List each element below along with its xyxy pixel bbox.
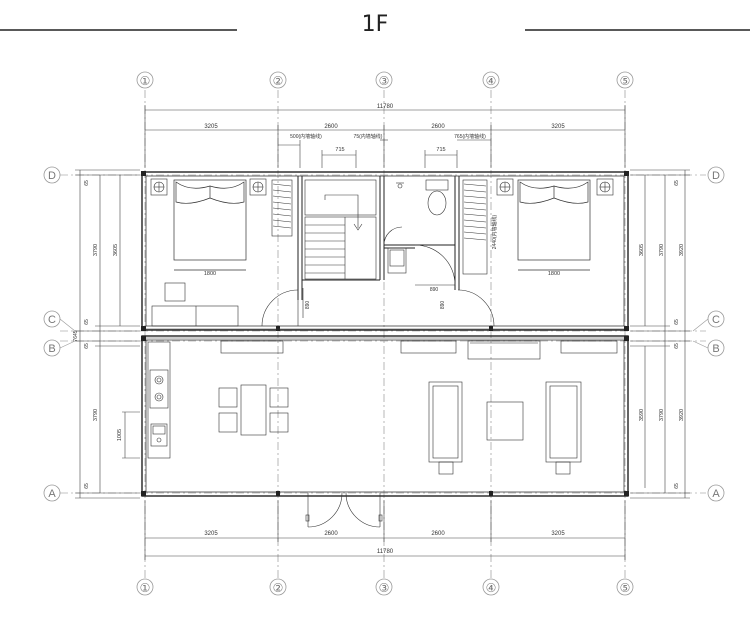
dim-left-3790-upper: 3790 [93, 244, 99, 256]
col-label-4: ④ [486, 74, 497, 88]
col-label-2-bottom: ② [273, 581, 284, 595]
dim-right-3790-upper: 3790 [659, 244, 665, 256]
bed-left [173, 179, 247, 271]
row-label-a: A [48, 488, 56, 500]
dim-right-65-a: 65 [674, 180, 680, 186]
dim-bed-right: 1800 [548, 271, 560, 277]
dining-table [218, 384, 289, 436]
dim-door-890-a: 890 [305, 301, 311, 310]
nightstand-left [150, 178, 267, 196]
dim-right-3605: 3605 [639, 244, 645, 256]
dim-seg-top-4: 3205 [551, 124, 565, 130]
dim-door-890-b: 890 [430, 287, 439, 293]
dimension-lines-top [144, 105, 626, 168]
dim-right-65-c: 65 [674, 343, 680, 349]
dim-seg-top-1: 3205 [204, 124, 218, 130]
col-label-5: ⑤ [620, 74, 631, 88]
col-label-1-bottom: ① [140, 581, 151, 595]
wardrobe-right [462, 179, 488, 275]
dim-left-65-d: 65 [84, 483, 90, 489]
row-label-b: B [48, 343, 55, 355]
col-label-5-bottom: ⑤ [620, 581, 631, 595]
plan-title: 1F [361, 12, 389, 37]
bed-right [517, 179, 591, 271]
dim-total-bottom: 11780 [377, 549, 394, 555]
desk-left [151, 282, 239, 327]
dim-door-890-c: 890 [440, 301, 446, 310]
col-label-3: ③ [379, 74, 390, 88]
dim-left-65-a: 65 [84, 180, 90, 186]
door-left-bedroom [261, 288, 304, 327]
dim-right-65-d: 65 [674, 483, 680, 489]
dim-left-3790-lower: 3790 [93, 409, 99, 421]
walls-upper [141, 171, 629, 331]
row-markers-left: D C B A [43, 166, 76, 502]
dim-wall-mid: 75(内墙轴线) [354, 133, 383, 140]
dim-door-715-b: 715 [436, 147, 445, 153]
wall-cabinets [220, 340, 618, 360]
dimension-lines-right [630, 169, 690, 499]
bathroom [383, 179, 495, 327]
module-joint [146, 328, 624, 339]
col-label-1: ① [140, 74, 151, 88]
sofa-right [545, 381, 582, 475]
col-label-4-bottom: ④ [486, 581, 497, 595]
row-label-a-right: A [712, 488, 720, 500]
dim-right-3920-upper: 3920 [679, 244, 685, 256]
row-label-b-right: B [712, 343, 719, 355]
dim-left-7645: 7645 [73, 330, 79, 341]
dim-left-65-b: 65 [84, 319, 90, 325]
dim-bath-2440: 2440(内墙轴线) [491, 214, 498, 249]
col-label-2: ② [273, 74, 284, 88]
sofa-left [428, 381, 463, 475]
coffee-table [486, 401, 524, 441]
dim-left-3605: 3605 [113, 244, 119, 256]
wardrobe-left [271, 179, 293, 237]
col-label-3-bottom: ③ [379, 581, 390, 595]
dimension-lines-left [75, 169, 140, 499]
dim-left-65-c: 65 [84, 343, 90, 349]
dim-seg-bottom-4: 3205 [551, 531, 565, 537]
kitchen-counter [147, 341, 171, 459]
dim-right-3790-lower: 3790 [659, 409, 665, 421]
dimension-lines-bottom [144, 500, 626, 560]
entrance-doors [305, 492, 383, 528]
dim-wall-right: 765(内墙轴线) [454, 133, 486, 140]
dim-seg-bottom-1: 3205 [204, 531, 218, 537]
dim-total-top: 11780 [377, 104, 394, 110]
grid-axes [60, 90, 706, 578]
row-label-c: C [48, 314, 56, 326]
row-label-c-right: C [712, 314, 720, 326]
dim-seg-bottom-3: 2600 [431, 531, 445, 537]
column-posts [141, 171, 629, 496]
walls-lower [141, 335, 629, 497]
dim-bed-left: 1800 [204, 271, 216, 277]
nightstand-right [496, 178, 614, 196]
row-markers-right: D C B A [692, 166, 725, 502]
dim-seg-top-2: 2600 [324, 124, 338, 130]
row-label-d: D [48, 170, 56, 182]
dim-seg-bottom-2: 2600 [324, 531, 338, 537]
dim-kitchen-1005: 1005 [117, 429, 123, 441]
dim-seg-top-3: 2600 [431, 124, 445, 130]
column-markers-bottom: ① ② ③ ④ ⑤ [136, 578, 634, 596]
interior-partitions [297, 176, 460, 300]
dim-door-715-a: 715 [335, 147, 344, 153]
row-label-d-right: D [712, 170, 720, 182]
dim-right-3590: 3590 [639, 409, 645, 421]
dim-wall-left: 500(内墙轴线) [290, 133, 322, 140]
dim-right-65-b: 65 [674, 319, 680, 325]
dim-right-3920-lower: 3920 [679, 409, 685, 421]
column-markers-top: ① ② ③ ④ ⑤ [136, 71, 634, 89]
staircase [304, 179, 377, 280]
